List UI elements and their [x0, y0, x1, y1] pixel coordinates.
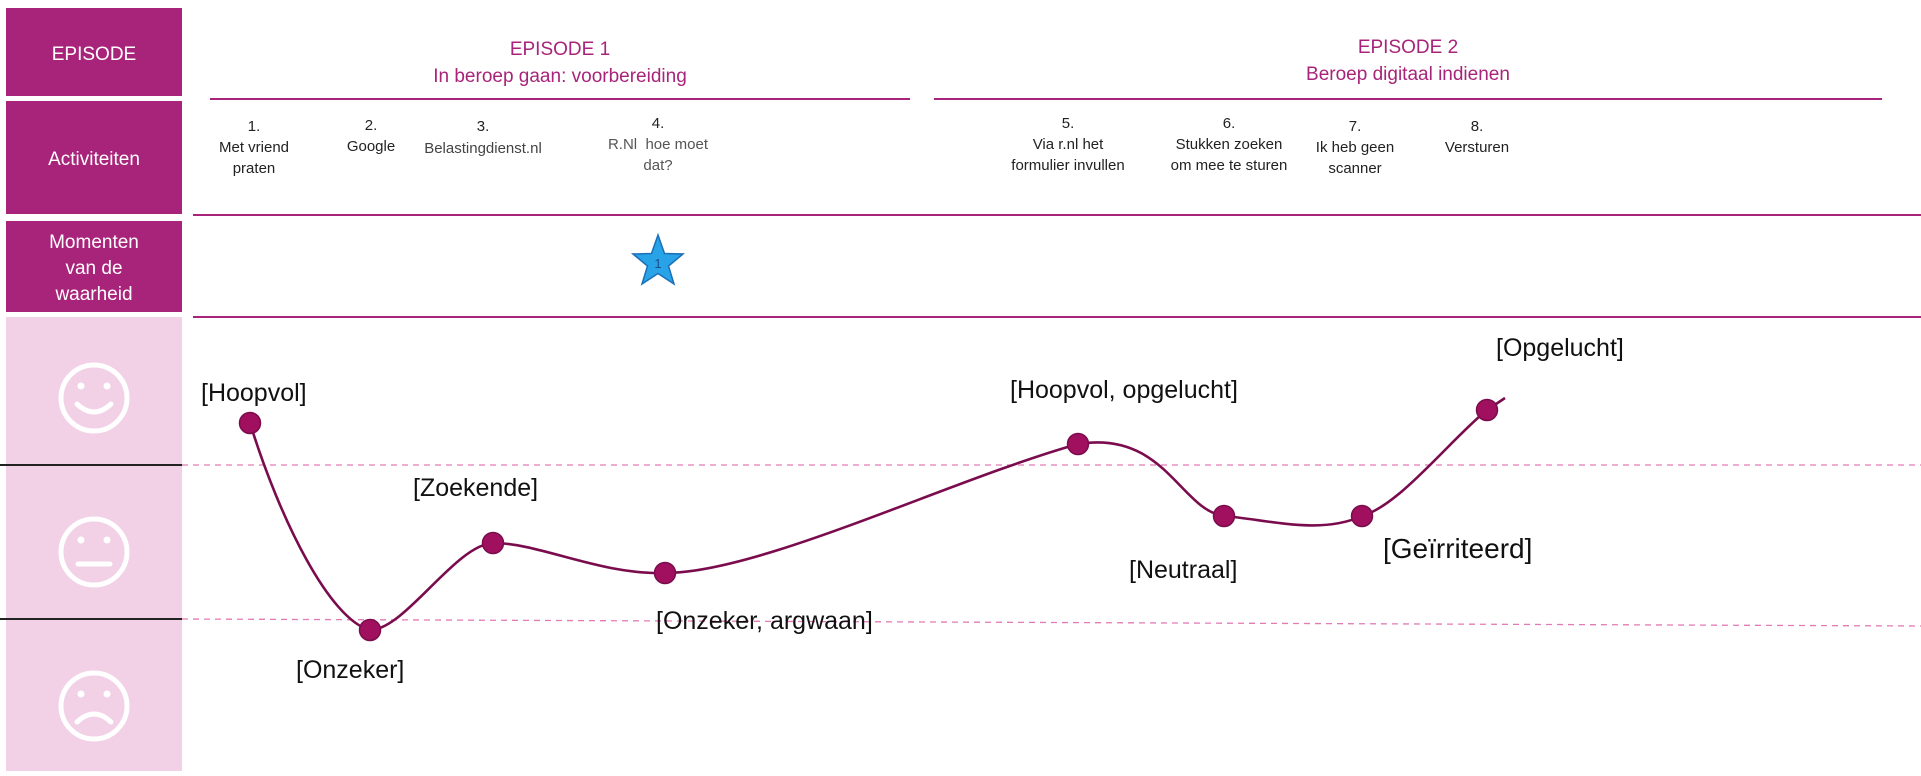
moments-header-line-2: van de [65, 258, 122, 279]
episode-2-title: Beroep digitaal indienen [1306, 64, 1510, 85]
activity-1: 1. Met vriend praten [219, 118, 289, 177]
activity-7-line-2: scanner [1328, 160, 1381, 177]
activity-6: 6. Stukken zoeken om mee te sturen [1171, 115, 1288, 174]
activity-8: 8. Versturen [1445, 118, 1509, 156]
episode-headers: EPISODE 1 In beroep gaan: voorbereiding … [210, 37, 1882, 100]
emotion-level-guide-lower [181, 618, 1921, 627]
activity-3: 3. Belastingdienst.nl [424, 118, 542, 157]
activity-1-line-2: praten [233, 160, 276, 177]
emotion-labels: [Hoopvol] [Onzeker] [Zoekende] [Onzeker,… [201, 334, 1624, 684]
activity-6-number: 6. [1223, 115, 1236, 132]
moment-label: 1 [654, 256, 661, 271]
moments-header-line-3: waarheid [54, 284, 132, 305]
activity-5-line-1: Via r.nl het [1033, 136, 1104, 153]
activity-2: 2. Google [347, 117, 395, 155]
activity-4: 4. R.Nl hoe moet dat? [608, 115, 709, 174]
activity-5-line-2: formulier invullen [1011, 157, 1124, 174]
emotion-points [238, 398, 1499, 642]
happy-face-icon [58, 362, 130, 434]
activity-5: 5. Via r.nl het formulier invullen [1011, 115, 1124, 174]
activity-7: 7. Ik heb geen scanner [1316, 118, 1394, 177]
activity-7-line-1: Ik heb geen [1316, 139, 1394, 156]
activity-1-line-1: Met vriend [219, 139, 289, 156]
emotion-scale-column [6, 317, 182, 771]
activity-6-line-2: om mee te sturen [1171, 157, 1288, 174]
moments-header-line-1: Momenten [49, 232, 139, 253]
emotion-point-1 [238, 411, 262, 435]
episode-1-number: EPISODE 1 [510, 39, 610, 60]
emotion-point-5 [1066, 432, 1090, 456]
emotion-point-7 [1350, 504, 1374, 528]
activity-4-number: 4. [652, 115, 665, 132]
emotion-label-5: [Hoopvol, opgelucht] [1010, 376, 1238, 404]
emotion-label-7: [Geïrriteerd] [1383, 533, 1532, 564]
emotion-label-8: [Opgelucht] [1496, 334, 1624, 362]
neutral-face-icon [58, 516, 130, 588]
emotion-label-1: [Hoopvol] [201, 379, 307, 407]
activity-8-number: 8. [1471, 118, 1484, 135]
star-icon [630, 232, 686, 286]
emotion-point-6 [1212, 504, 1236, 528]
activities-header-cell [6, 101, 182, 214]
activity-2-line-1: Google [347, 138, 395, 155]
emotion-point-4 [653, 561, 677, 585]
activity-5-number: 5. [1062, 115, 1075, 132]
activity-3-line-1: Belastingdienst.nl [424, 140, 542, 157]
activity-7-number: 7. [1349, 118, 1362, 135]
emotion-point-8 [1475, 398, 1499, 422]
moment-of-truth-star: 1 [630, 232, 686, 286]
activity-1-number: 1. [248, 118, 261, 135]
episode-2-number: EPISODE 2 [1358, 37, 1458, 58]
emotion-label-4: [Onzeker, argwaan] [656, 607, 873, 635]
emotion-label-6: [Neutraal] [1129, 556, 1237, 584]
activity-4-line-2: dat? [643, 157, 672, 174]
sad-face-icon [58, 670, 130, 742]
moments-header-cell [6, 221, 182, 312]
emotion-label-2: [Onzeker] [296, 656, 404, 684]
emotion-curve [248, 396, 1506, 632]
emotion-point-2 [358, 618, 382, 642]
episode-header-label: EPISODE [52, 44, 136, 65]
activity-2-number: 2. [365, 117, 378, 134]
activities-row: 1. Met vriend praten 2. Google 3. Belast… [219, 115, 1509, 177]
sidebar: EPISODE Activiteiten Momenten van de waa… [6, 8, 182, 771]
activity-4-line-1: R.Nl hoe moet [608, 136, 709, 153]
episode-1-title: In beroep gaan: voorbereiding [433, 66, 687, 87]
emotion-point-3 [481, 531, 505, 555]
activities-header-label: Activiteiten [48, 149, 140, 170]
emotion-curve-line [248, 396, 1506, 632]
episode-header-cell [6, 8, 182, 96]
emotion-label-3: [Zoekende] [413, 474, 538, 502]
activity-3-number: 3. [477, 118, 490, 135]
activity-6-line-1: Stukken zoeken [1176, 136, 1283, 153]
activity-8-line-1: Versturen [1445, 139, 1509, 156]
